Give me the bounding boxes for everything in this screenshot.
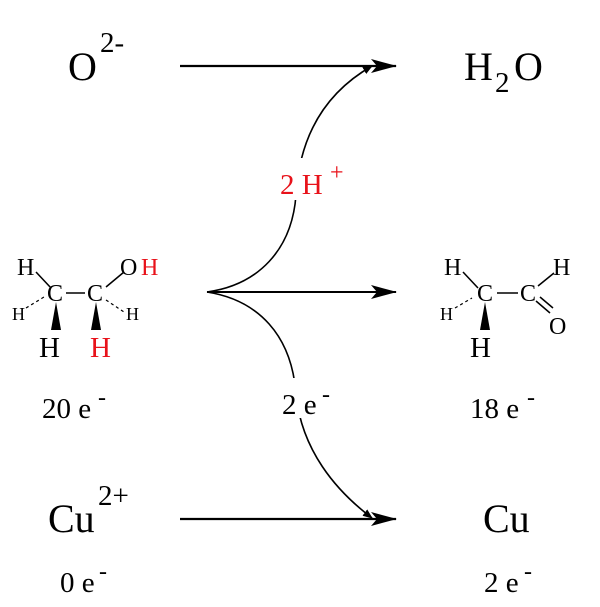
svg-text:O: O: [514, 44, 543, 89]
svg-text:H: H: [464, 44, 493, 89]
acetaldehyde-electrons-sup: -: [527, 385, 535, 411]
ethanol-electrons-sup: -: [98, 385, 106, 411]
svg-text:H: H: [17, 255, 34, 281]
copper-ion-electrons: 0 e: [60, 567, 95, 599]
ethanol-atom-c1: C: [47, 281, 63, 307]
water-h: H: [464, 44, 493, 89]
svg-text:H: H: [126, 304, 139, 324]
svg-text:C: C: [47, 281, 63, 307]
svg-text:H: H: [470, 332, 491, 364]
svg-text:-: -: [98, 385, 106, 411]
water-o: O: [514, 44, 543, 89]
svg-text:-: -: [524, 559, 532, 585]
svg-text:H: H: [141, 255, 158, 281]
copper-electrons: 2 e: [484, 567, 519, 599]
svg-text:18 e: 18 e: [470, 393, 519, 425]
oxide-symbol: O: [68, 44, 97, 89]
svg-text:Cu: Cu: [483, 496, 530, 541]
acetaldehyde-atom-h-top-right: H: [553, 255, 570, 281]
acetaldehyde-atom-c2: C: [520, 281, 536, 307]
copper-ion-charge: 2+: [98, 480, 129, 512]
ethanol-structure: H O H C C H H H H: [12, 255, 158, 364]
svg-text:2 e: 2 e: [484, 567, 519, 599]
ethanol-atom-h-bottom: H: [39, 332, 60, 364]
copper-electron-count: 2 e -: [484, 559, 532, 599]
svg-text:H: H: [440, 304, 453, 324]
svg-text:H: H: [39, 332, 60, 364]
ethanol-atom-h-bottom-red: H: [90, 332, 111, 364]
svg-text:2 H: 2 H: [280, 169, 323, 201]
ethanol-atom-o: O: [120, 255, 137, 281]
svg-text:-: -: [99, 559, 107, 585]
electron-label-text: 2 e: [282, 389, 317, 421]
copper-electrons-sup: -: [524, 559, 532, 585]
ethanol-atom-c2: C: [87, 281, 103, 307]
svg-text:H: H: [444, 255, 461, 281]
svg-text:O: O: [549, 314, 566, 340]
svg-text:2: 2: [495, 67, 510, 99]
electron-label-sup: -: [322, 382, 330, 408]
ethanol-atom-oh-h: H: [141, 255, 158, 281]
svg-text:C: C: [477, 281, 493, 307]
acetaldehyde-atom-c1: C: [477, 281, 493, 307]
ethanol-atom-h-right: H: [126, 304, 139, 324]
svg-text:20 e: 20 e: [42, 393, 91, 425]
svg-text:H: H: [12, 304, 25, 324]
proton-label-sup: +: [330, 160, 344, 186]
electron-label: 2 e -: [282, 382, 330, 421]
svg-text:2-: 2-: [100, 27, 124, 59]
svg-text:2 e: 2 e: [282, 389, 317, 421]
svg-text:O: O: [120, 255, 137, 281]
svg-text:+: +: [330, 160, 344, 186]
ethanol-atom-h-top: H: [17, 255, 34, 281]
copper-symbol: Cu: [483, 496, 530, 541]
acetaldehyde-atom-h-bottom: H: [470, 332, 491, 364]
svg-text:Cu: Cu: [48, 496, 95, 541]
acetaldehyde-electron-count: 18 e -: [470, 385, 535, 425]
svg-text:H: H: [90, 332, 111, 364]
oxide-ion: O 2-: [68, 27, 124, 89]
svg-text:O: O: [68, 44, 97, 89]
ethanol-atom-h-left: H: [12, 304, 25, 324]
acetaldehyde-electrons: 18 e: [470, 393, 519, 425]
acetaldehyde-structure: H H C C H O H: [440, 255, 570, 364]
svg-text:-: -: [322, 382, 330, 408]
copper-metal: Cu: [483, 496, 530, 541]
svg-text:2+: 2+: [98, 480, 129, 512]
svg-text:0 e: 0 e: [60, 567, 95, 599]
oxide-charge: 2-: [100, 27, 124, 59]
copper-ion-electron-count: 0 e -: [60, 559, 107, 599]
water-molecule: H 2 O: [464, 44, 543, 99]
svg-text:C: C: [520, 281, 536, 307]
ethanol-electron-count: 20 e -: [42, 385, 106, 425]
acetaldehyde-atom-h-top-left: H: [444, 255, 461, 281]
copper-ion-electrons-sup: -: [99, 559, 107, 585]
proton-label-text: 2 H: [280, 169, 323, 201]
acetaldehyde-atom-o: O: [549, 314, 566, 340]
water-subscript: 2: [495, 67, 510, 99]
svg-text:H: H: [553, 255, 570, 281]
svg-text:-: -: [527, 385, 535, 411]
proton-label: 2 H +: [280, 160, 344, 201]
copper-ion-symbol: Cu: [48, 496, 95, 541]
ethanol-electrons: 20 e: [42, 393, 91, 425]
copper-ion: Cu 2+: [48, 480, 129, 541]
svg-text:C: C: [87, 281, 103, 307]
acetaldehyde-atom-h-left: H: [440, 304, 453, 324]
